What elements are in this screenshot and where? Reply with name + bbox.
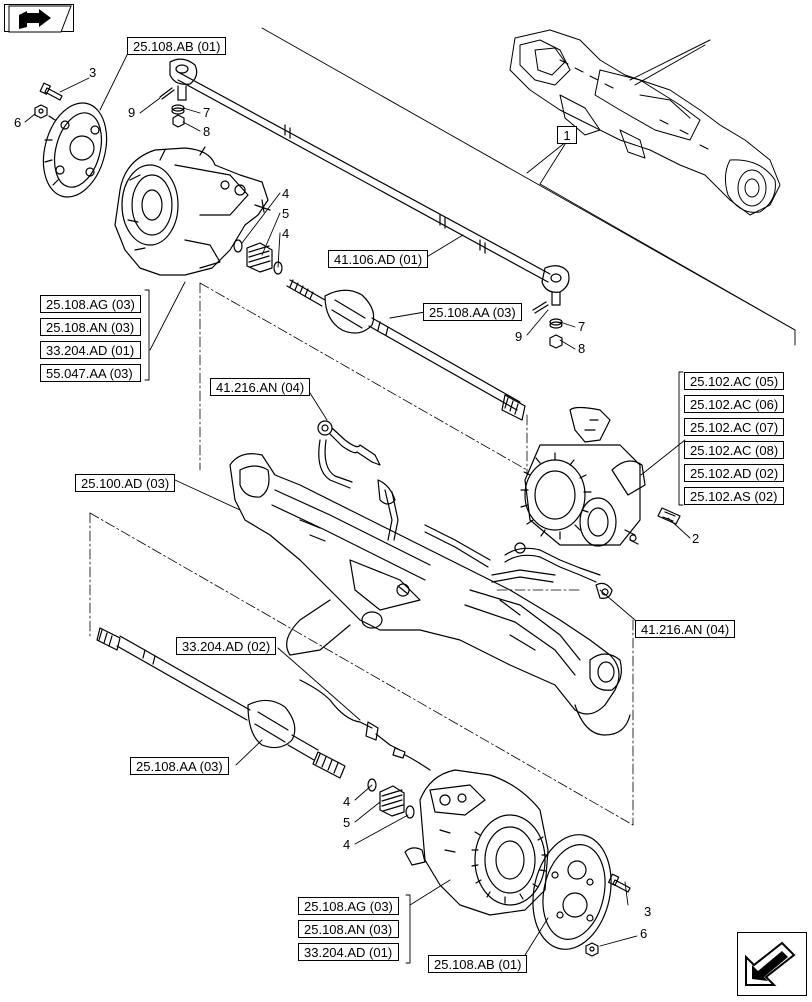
ref-diff-ac07[interactable]: 25.102.AC (07) xyxy=(684,418,785,436)
left-steering-knuckle xyxy=(114,146,271,276)
ref-tie-rod[interactable]: 41.106.AD (01) xyxy=(328,250,429,268)
axle-housing xyxy=(229,453,631,736)
callout-1-box[interactable]: 1 xyxy=(557,126,577,144)
bolt-3-bottom xyxy=(607,873,631,893)
ref-drive-shaft-bottom[interactable]: 25.108.AA (03) xyxy=(130,757,229,775)
callout-9-right: 9 xyxy=(515,329,523,344)
callout-6-top: 6 xyxy=(14,115,22,130)
hydraulic-hose-upper xyxy=(317,420,399,541)
speed-sensor-cable xyxy=(299,679,431,771)
cotter-pin-9-right xyxy=(532,301,549,314)
ref-right-ag[interactable]: 25.108.AG (03) xyxy=(298,897,399,915)
ref-diff-ac05[interactable]: 25.102.AC (05) xyxy=(684,372,785,390)
gear-5-top xyxy=(233,239,283,275)
callout-7-right: 7 xyxy=(578,319,586,334)
stack-brackets xyxy=(144,289,684,964)
dashed-guide-lines xyxy=(89,282,634,826)
hydraulic-hose-lower xyxy=(424,524,613,599)
right-hub-flange xyxy=(532,834,612,950)
ref-drive-shaft-top[interactable]: 25.108.AA (03) xyxy=(423,303,522,321)
callout-4-bottom-b: 4 xyxy=(343,837,351,852)
bolt-3-top xyxy=(39,82,63,101)
ref-diff-ac08[interactable]: 25.102.AC (08) xyxy=(684,441,785,459)
washer-7-top xyxy=(171,104,185,115)
ref-left-an[interactable]: 25.108.AN (03) xyxy=(40,318,141,336)
ref-diff-ac06[interactable]: 25.102.AC (06) xyxy=(684,395,785,413)
ref-stack-left-knuckle: 25.108.AG (03) 25.108.AN (03) 33.204.AD … xyxy=(40,295,141,382)
ref-left-aa47[interactable]: 55.047.AA (03) xyxy=(40,364,141,382)
gear-5-bottom xyxy=(367,778,415,819)
ref-hub-flange-top[interactable]: 25.108.AB (01) xyxy=(127,37,227,55)
ref-axle-housing[interactable]: 25.100.AD (03) xyxy=(75,474,176,492)
callout-8-right: 8 xyxy=(578,341,586,356)
assembled-axle-illustration xyxy=(509,29,781,216)
book-arrow-icon xyxy=(8,5,72,33)
ref-right-an[interactable]: 25.108.AN (03) xyxy=(298,920,399,938)
callout-4-bottom-a: 4 xyxy=(343,794,351,809)
upper-drive-shaft xyxy=(286,279,526,421)
next-page-button[interactable] xyxy=(737,932,807,996)
ref-left-ad[interactable]: 33.204.AD (01) xyxy=(40,341,141,359)
leader-lines xyxy=(24,27,796,956)
nut-8-top xyxy=(172,114,185,128)
ref-hub-flange-bottom[interactable]: 25.108.AB (01) xyxy=(428,955,528,973)
right-steering-knuckle xyxy=(404,769,549,916)
callout-4-top-b: 4 xyxy=(282,226,290,241)
ref-hose-right[interactable]: 41.216.AN (04) xyxy=(635,620,736,638)
callout-3-top: 3 xyxy=(89,65,97,80)
next-page-arrow-icon xyxy=(745,941,796,986)
ref-diff-ad02[interactable]: 25.102.AD (02) xyxy=(684,464,785,482)
ref-left-ag[interactable]: 25.108.AG (03) xyxy=(40,295,141,313)
callout-3-bottom: 3 xyxy=(644,904,652,919)
left-hub-flange xyxy=(42,102,108,198)
ref-stack-differential: 25.102.AC (05) 25.102.AC (06) 25.102.AC … xyxy=(684,372,785,505)
tie-rod xyxy=(169,58,570,306)
callout-6-bottom: 6 xyxy=(640,926,648,941)
callout-7-top: 7 xyxy=(203,105,211,120)
washer-7-right xyxy=(549,318,563,329)
callout-8-top: 8 xyxy=(203,124,211,139)
ref-hose-top[interactable]: 41.216.AN (04) xyxy=(210,378,311,396)
callout-4-top-a: 4 xyxy=(282,186,290,201)
book-arrow-button[interactable] xyxy=(4,4,74,33)
ref-right-ad[interactable]: 33.204.AD (01) xyxy=(298,943,399,961)
differential-assembly xyxy=(520,406,646,547)
ref-speed-sensor[interactable]: 33.204.AD (02) xyxy=(176,637,277,655)
nut-6-bottom xyxy=(585,942,599,957)
ref-diff-as02[interactable]: 25.102.AS (02) xyxy=(684,487,785,505)
callout-2: 2 xyxy=(692,531,700,546)
cotter-pin-9-top xyxy=(159,87,175,100)
lower-drive-shaft xyxy=(96,627,346,779)
nut-6-top xyxy=(34,104,48,119)
nut-8-right xyxy=(549,334,563,349)
callout-5-bottom: 5 xyxy=(343,815,351,830)
plug-2 xyxy=(657,507,681,525)
ref-stack-right-knuckle: 25.108.AG (03) 25.108.AN (03) 33.204.AD … xyxy=(298,897,399,961)
callout-9-top: 9 xyxy=(128,105,136,120)
callout-5-top: 5 xyxy=(282,206,290,221)
